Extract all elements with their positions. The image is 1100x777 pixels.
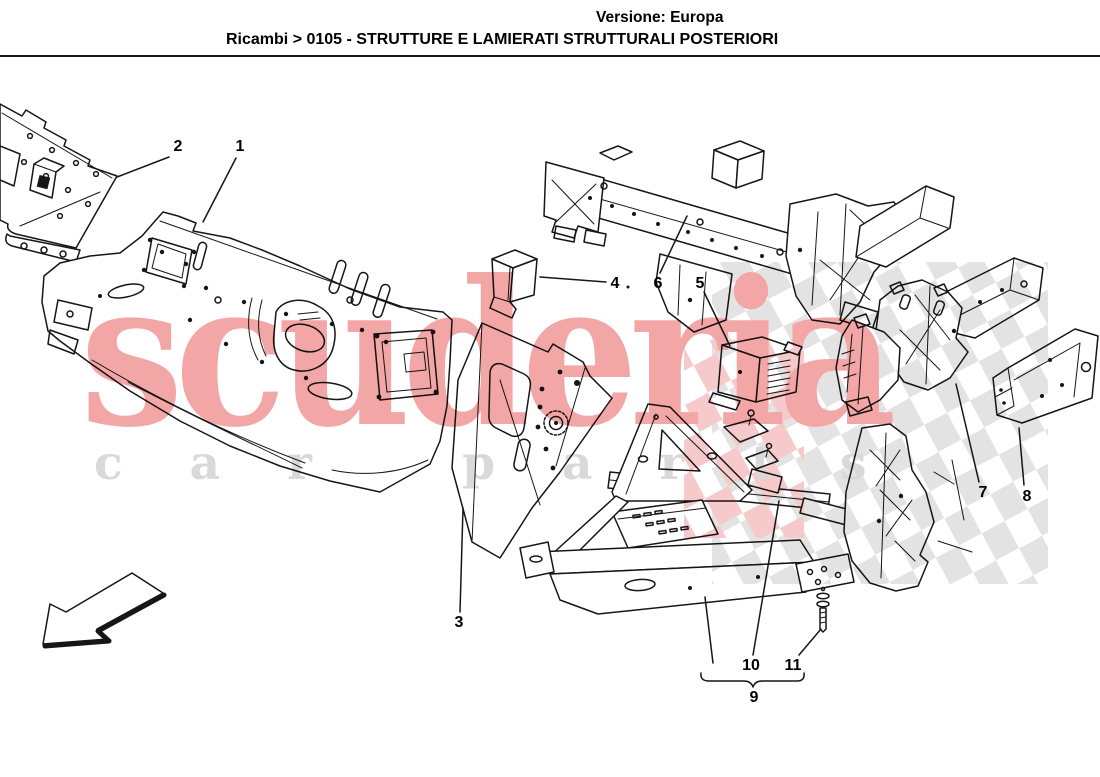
part-3-wheelhouse-art [451, 322, 613, 559]
callout-3: 3 [454, 614, 464, 631]
callout-2: 2 [173, 138, 183, 155]
callout-7: 7 [978, 484, 988, 501]
callout-6: 6 [653, 275, 663, 292]
header-divider [0, 55, 1100, 57]
callout-4: 4 [610, 275, 620, 292]
part-2-panel-art [0, 103, 118, 263]
part-11-screw-art [816, 586, 830, 633]
direction-arrow-icon [42, 572, 167, 649]
part-1-bulkhead-art [41, 211, 453, 493]
callout-9: 9 [749, 689, 759, 706]
subframe-assembly-art [519, 403, 973, 615]
callout-8: 8 [1022, 488, 1032, 505]
group-9-brace [700, 672, 805, 688]
version-label: Versione: Europa [596, 9, 724, 26]
breadcrumb: Ricambi > 0105 - STRUTTURE E LAMIERATI S… [226, 31, 779, 48]
part-4-bracket-art [489, 249, 538, 319]
part-8-box-beam-art [992, 328, 1099, 424]
callout-1: 1 [235, 138, 245, 155]
callout-10: 10 [742, 657, 760, 674]
callout-11: 11 [784, 657, 802, 674]
part-5-mount-bracket-art [708, 336, 803, 411]
callout-5: 5 [695, 275, 705, 292]
